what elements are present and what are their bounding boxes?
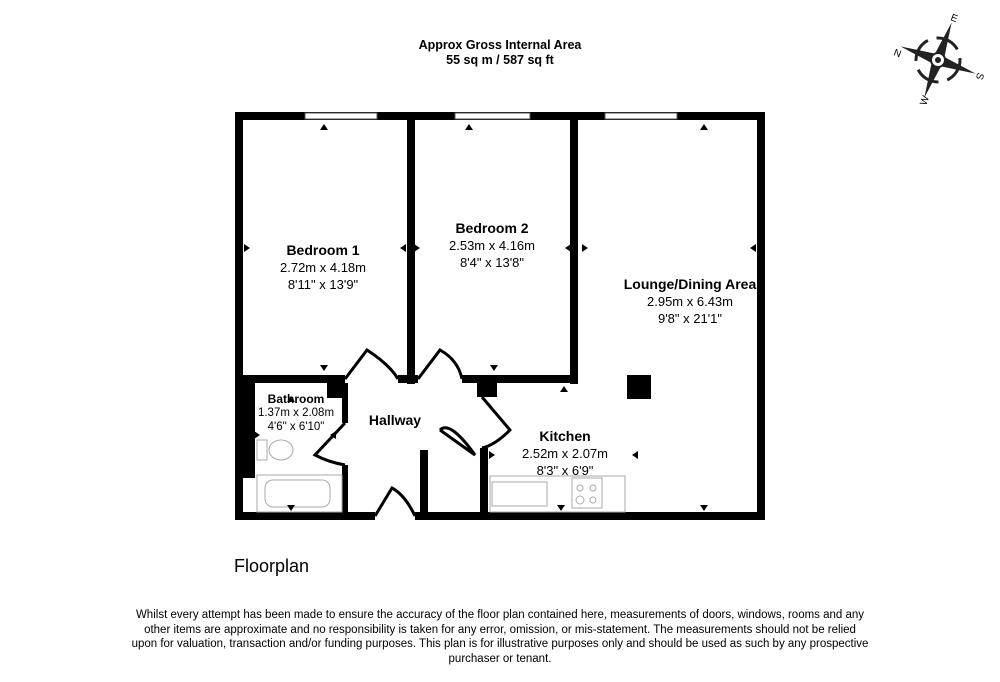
room-imperial: 8'3" x 6'9" xyxy=(536,463,594,478)
room-imperial: 8'4" x 13'8" xyxy=(459,255,525,270)
room-name: Lounge/Dining Area xyxy=(623,276,757,292)
room-metric: 2.53m x 4.16m xyxy=(449,238,535,253)
fixtures xyxy=(256,439,626,513)
room-bedroom-2: Bedroom 2 2.53m x 4.16m 8'4" x 13'8" xyxy=(449,220,535,271)
room-name: Bedroom 1 xyxy=(286,242,360,258)
disclaimer: Whilst every attempt has been made to en… xyxy=(131,609,869,665)
room-lounge-dining: Lounge/Dining Area 2.95m x 6.43m 9'8" x 21… xyxy=(624,276,756,327)
gross-area-heading: Approx Gross Internal Area xyxy=(418,38,582,52)
room-name: Bedroom 2 xyxy=(455,220,529,236)
gross-area-value: 55 sq m / 587 sq ft xyxy=(446,53,554,67)
dimension-arrows xyxy=(244,124,756,511)
room-imperial: 4'6" x 6'10" xyxy=(267,421,325,433)
room-imperial: 8'11" x 13'9" xyxy=(287,277,359,292)
doors xyxy=(312,347,513,517)
room-hallway: Hallway xyxy=(369,412,421,429)
compass-s: S xyxy=(973,71,986,81)
room-metric: 1.37m x 2.08m xyxy=(257,407,335,419)
room-bedroom-1: Bedroom 1 2.72m x 4.18m 8'11" x 13'9" xyxy=(280,242,366,293)
compass-rose-icon: E N S W xyxy=(892,12,986,107)
windows xyxy=(304,112,678,120)
room-metric: 2.95m x 6.43m xyxy=(646,294,733,309)
room-name: Kitchen xyxy=(539,428,591,444)
room-imperial: 9'8" x 21'1" xyxy=(657,311,723,326)
compass-e: E xyxy=(949,12,959,25)
room-metric: 2.72m x 4.18m xyxy=(280,260,366,275)
room-kitchen: Kitchen 2.52m x 2.07m 8'3" x 6'9" xyxy=(522,428,608,479)
compass-n: N xyxy=(892,47,903,60)
chimney-block xyxy=(627,375,651,399)
room-name: Hallway xyxy=(368,412,422,428)
room-name: Bathroom xyxy=(267,392,325,406)
room-metric: 2.52m x 2.07m xyxy=(522,446,608,461)
compass-w: W xyxy=(918,94,932,107)
plan-title: Floorplan xyxy=(234,556,310,576)
walls xyxy=(235,112,765,520)
